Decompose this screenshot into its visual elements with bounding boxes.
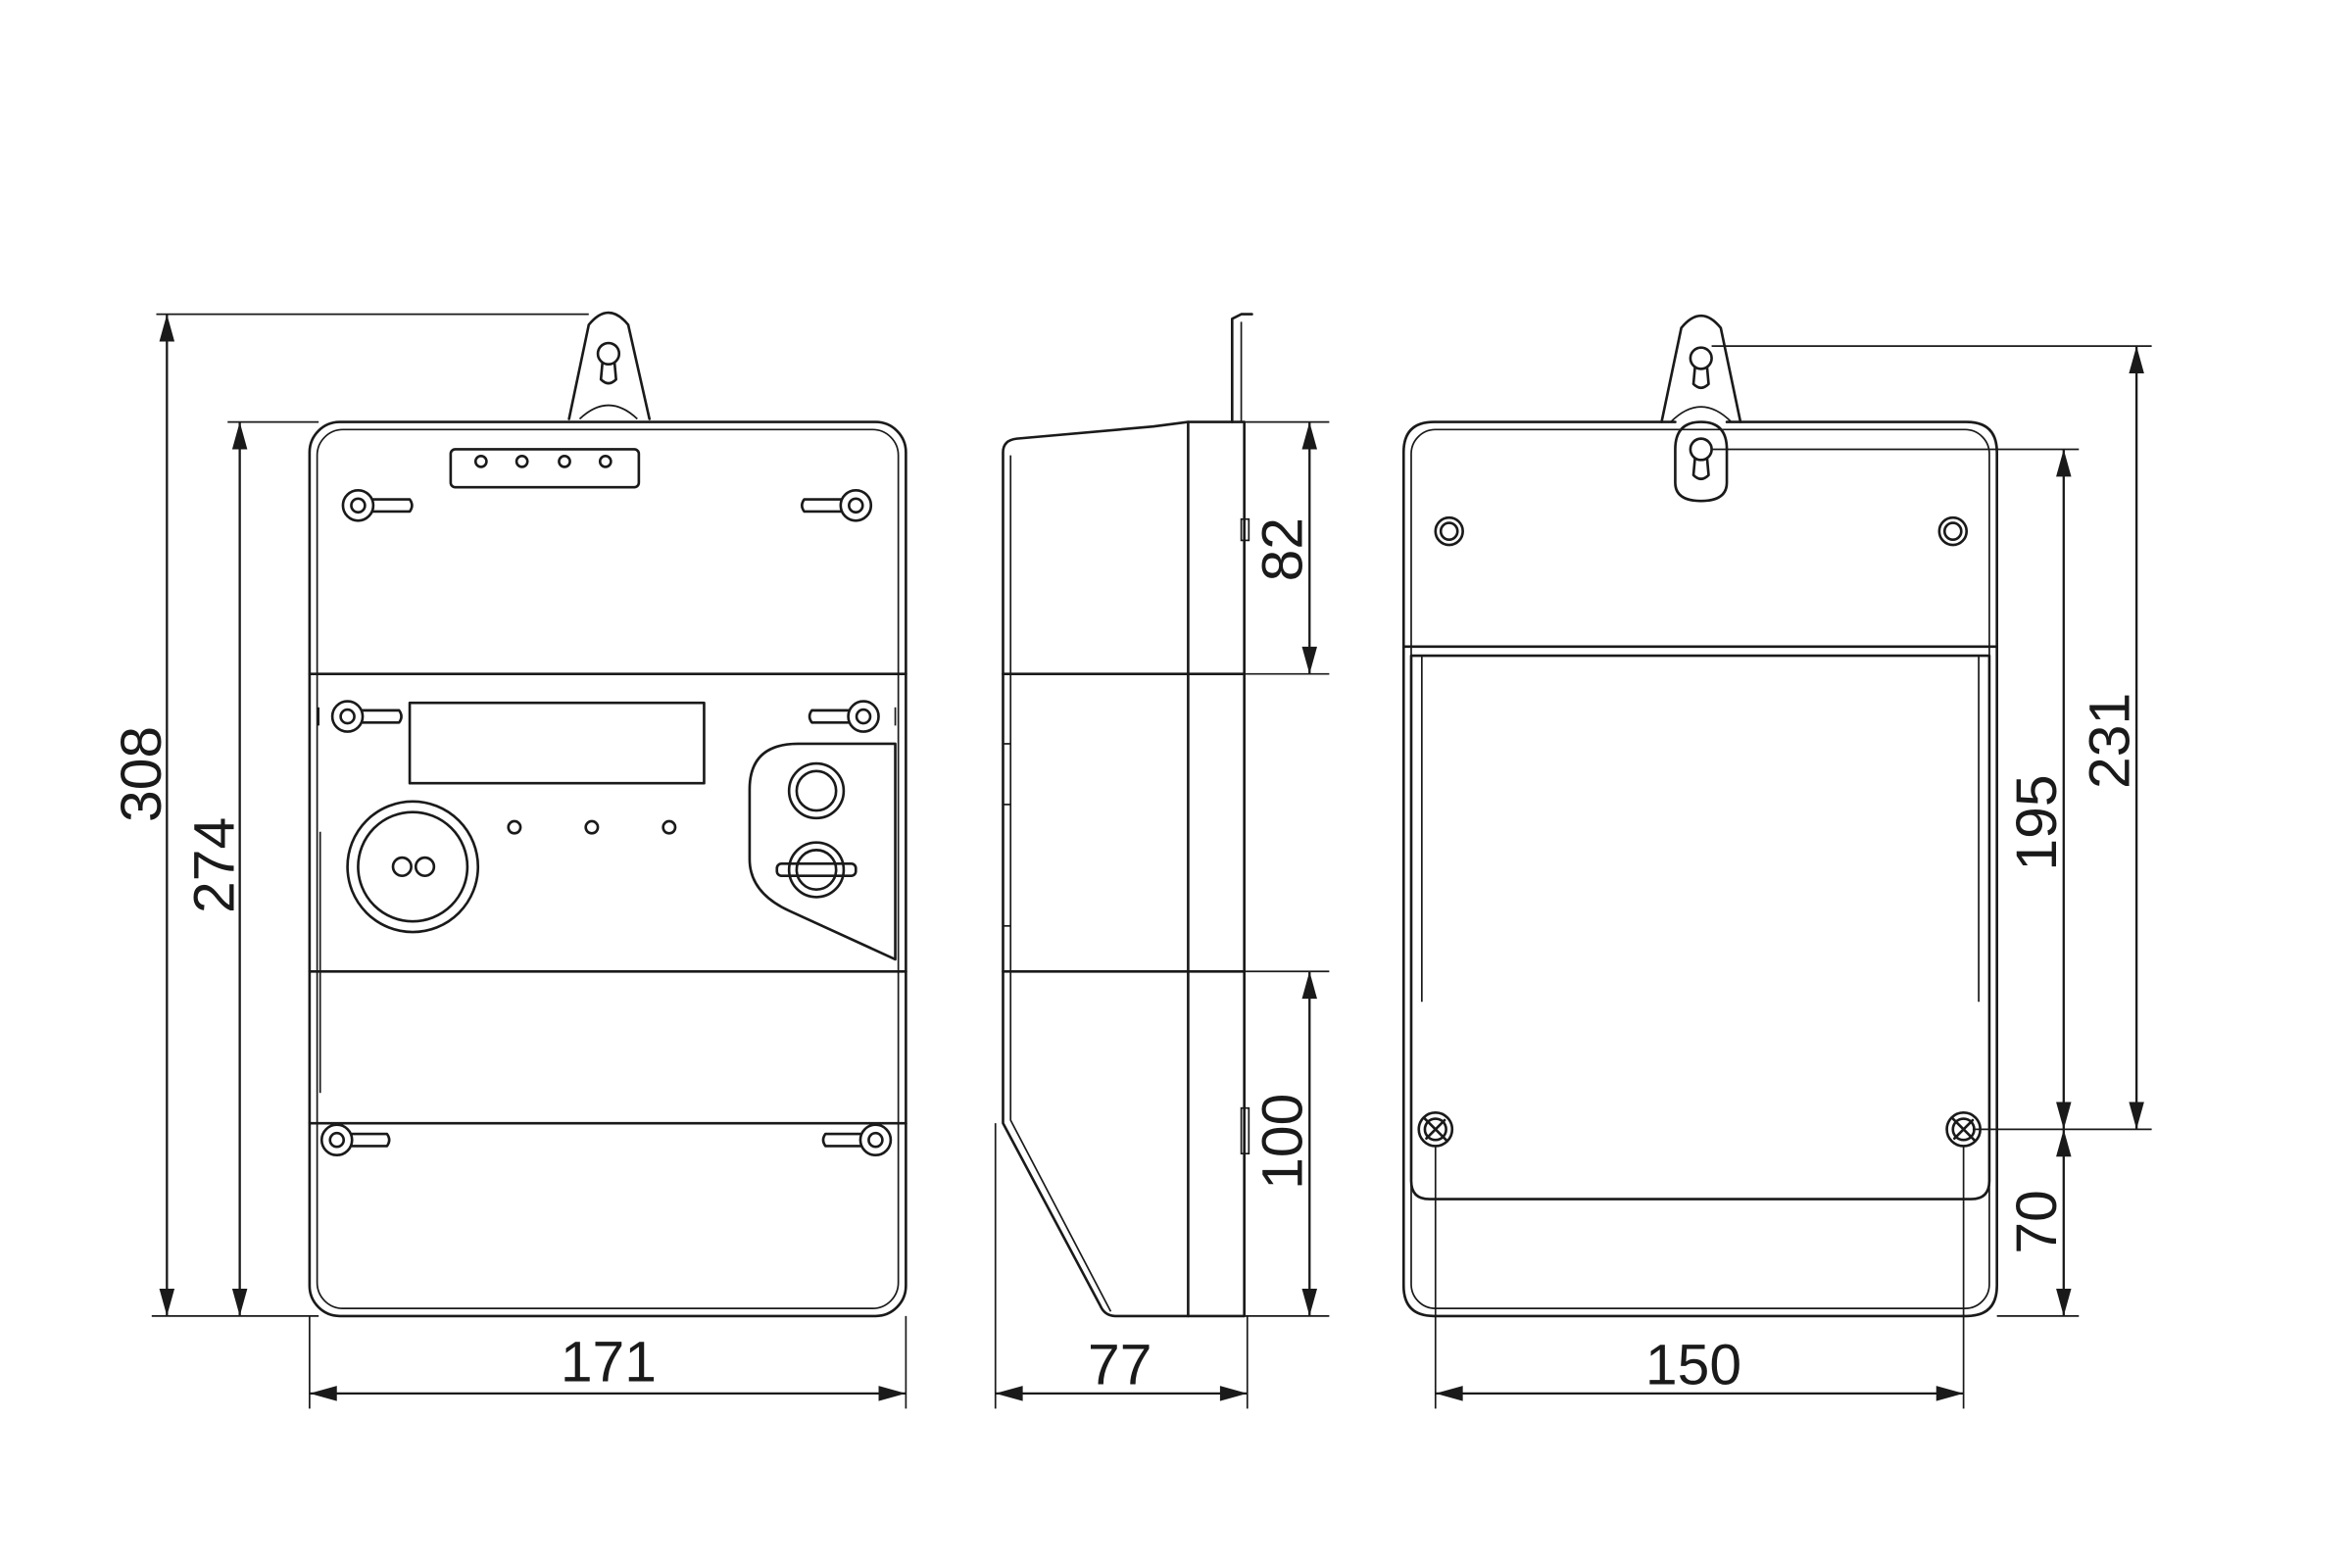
side-view: 82 100 77 (994, 313, 1330, 1409)
keyhole-icon (1689, 437, 1713, 480)
back-recessed-panel (1409, 654, 1991, 1200)
lcd-display-window (408, 701, 706, 785)
dim-back-mount-width: 150 (1645, 1334, 1741, 1397)
push-button-icon (787, 761, 846, 820)
dim-side-bottom-section: 100 (1251, 1094, 1315, 1190)
dim-front-body-height: 274 (182, 817, 246, 913)
keyhole-icon (596, 341, 621, 385)
back-case-outline (1401, 420, 1998, 1318)
seal-screw-icon (319, 1123, 391, 1157)
keyhole-icon (1689, 346, 1713, 390)
dim-back-mount-inner: 195 (2005, 774, 2069, 870)
led-indicator-icon (662, 819, 677, 835)
fixing-screw-icon (1417, 1111, 1454, 1148)
dim-side-depth: 77 (1088, 1334, 1152, 1397)
dim-front-total-height: 308 (110, 726, 173, 822)
seal-screw-icon (821, 1123, 893, 1157)
dim-side-top-section: 82 (1251, 517, 1315, 581)
led-strip (449, 448, 641, 489)
mounting-hole-icon (1937, 515, 1969, 547)
side-mounting-tab (1230, 313, 1253, 423)
seal-screw-icon (341, 488, 414, 522)
mounting-hole-icon (1434, 515, 1464, 547)
seal-screw-icon (808, 700, 880, 733)
dim-front-width: 171 (561, 1330, 657, 1394)
front-view: 308 274 171 (110, 311, 907, 1409)
led-indicator-icon (584, 819, 600, 835)
seal-screw-icon (330, 700, 403, 733)
front-hanging-tab (567, 311, 652, 420)
optical-port-icon (346, 800, 480, 934)
seal-screw-icon (801, 488, 873, 522)
rotary-knob-icon (775, 841, 858, 899)
back-view: 231 195 70 150 (1401, 314, 2152, 1409)
front-case-outline (308, 420, 907, 1318)
led-indicator-icon (507, 819, 522, 835)
dim-back-bottom-offset: 70 (2005, 1190, 2069, 1253)
side-body-outline (1002, 420, 1246, 1318)
back-hanging-tab (1660, 314, 1742, 423)
button-panel (748, 742, 897, 961)
dim-back-mount-outer: 231 (2078, 693, 2141, 789)
back-keyhole-plate (1674, 420, 1729, 503)
